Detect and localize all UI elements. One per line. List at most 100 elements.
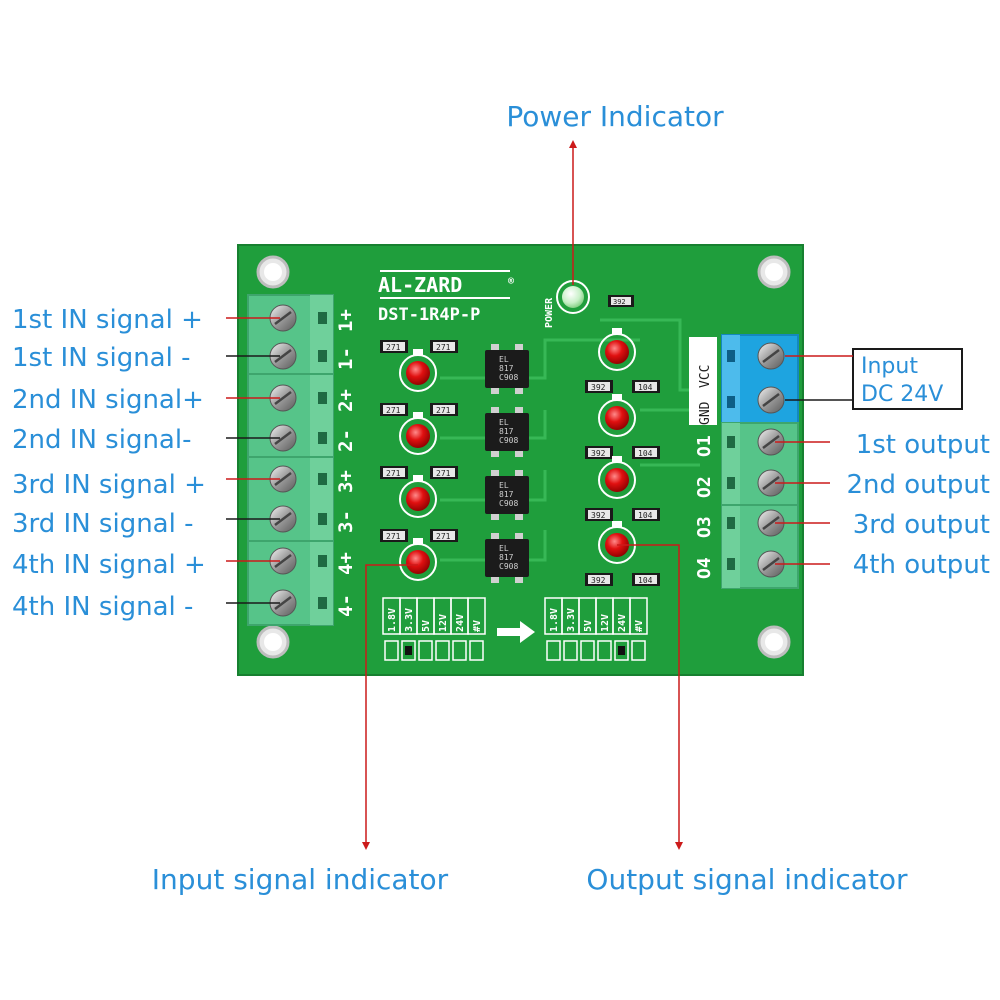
output-pin-label: O4 [694,557,715,579]
output-led-icon [598,328,636,371]
resistor-code: 104 [638,576,653,585]
power-resistor: 392 [608,295,634,307]
resistor-code: 271 [386,469,401,478]
input-signal-label: 2nd IN signal+ [12,385,204,415]
mounting-hole-icon [757,625,791,659]
input-pin-label: 1+ [335,309,357,332]
brand-name: AL-ZARD [378,273,462,297]
screw-icon [269,505,297,533]
voltage-option-label: 1.8V [549,608,560,632]
input-pin-label: 4- [335,594,357,617]
output-terminal-block [721,422,799,589]
optocoupler-marking: C908 [499,562,518,571]
resistor-code: 271 [386,406,401,415]
resistor-code: 104 [638,383,653,392]
voltage-jumper-pad [563,640,578,661]
input-pin-labels: 1+1-2+2-3+3-4+4- [335,309,357,617]
voltage-jumper-pad [631,640,646,661]
smd-resistor: 104 [632,446,660,459]
voltage-jumper-pad [580,640,595,661]
smd-resistor: 271 [380,340,408,353]
input-signal-label: 1st IN signal - [12,343,190,373]
voltage-jumper-pad [546,640,561,661]
output-signal-label: 1st output [856,430,990,460]
input-led-icon [399,412,437,455]
smd-resistor: 271 [380,403,408,416]
input-signal-indicator-arrow [362,564,418,850]
optocoupler-marking: 817 [499,427,514,436]
output-pin-label: O1 [694,435,715,457]
resistor-code: 392 [591,383,606,392]
voltage-jumper-pad [384,640,399,661]
input-signal-label: 1st IN signal + [12,305,203,335]
voltage-jumper-pad [452,640,467,661]
screw-icon [269,424,297,452]
resistor-code: 271 [386,532,401,541]
output-signal-indicator-arrow [617,544,683,850]
vcc-pin-label: VCC [698,365,713,388]
smd-resistor: 104 [632,380,660,393]
optocoupler-marking: C908 [499,499,518,508]
input-pin-label: 2+ [335,389,357,412]
smd-resistor: 271 [380,466,408,479]
screw-icon [269,342,297,370]
registered-mark: ® [508,276,515,287]
optocoupler-marking: EL [499,355,509,364]
power-terminal-block [721,334,799,424]
smd-resistor: 392 [585,380,613,393]
output-signal-label: 3rd output [853,510,990,540]
optocoupler-marking: C908 [499,436,518,445]
input-signal-label: 3rd IN signal - [12,509,193,539]
jumper-solder-dot [618,646,625,655]
voltage-option-label: #V [472,620,483,632]
input-callouts: 1st IN signal + 1st IN signal - 2nd IN sig… [12,305,280,622]
smd-resistor: 271 [380,529,408,542]
screw-icon [757,342,785,370]
input-dc-callout: Input DC 24V [785,348,963,410]
voltage-option-label: 5V [583,620,594,632]
mounting-hole-icon [256,625,290,659]
direction-arrow-icon [497,621,535,643]
mounting-hole-icon [256,255,290,289]
resistor-code: 392 [591,449,606,458]
brand-logo: AL-ZARD ® [378,270,515,299]
input-pin-label: 3+ [335,470,357,493]
input-pin-label: 1- [335,347,357,370]
output-pin-label: O2 [694,476,715,498]
input-signal-label: 4th IN signal + [12,550,206,580]
input-dc-line1: Input [861,354,918,379]
power-pin-labels: VCC GND [689,337,717,425]
voltage-jumper-pad [435,640,450,661]
smd-resistor: 392 [585,573,613,586]
input-signal-label: 4th IN signal - [12,592,193,622]
jumper-solder-dot [405,646,412,655]
resistor-code: 392 [591,511,606,520]
resistor-code: 104 [638,449,653,458]
voltage-option-label: 24V [617,614,628,632]
output-led-icon [598,394,636,437]
optocoupler-marking: 817 [499,364,514,373]
gnd-pin-label: GND [698,401,713,425]
screw-icon [269,304,297,332]
voltage-option-label: 1.8V [387,608,398,632]
output-signal-label: 4th output [853,550,990,580]
output-signal-indicator-label: Output signal indicator [586,863,908,896]
resistor-code: 271 [436,343,451,352]
input-pin-label: 3- [335,510,357,533]
smd-resistor: 271 [430,529,458,542]
optocoupler-marking: 817 [499,553,514,562]
resistor-code: 271 [436,406,451,415]
voltage-option-label: 5V [421,620,432,632]
voltage-option-label: 24V [455,614,466,632]
input-led-icon [399,349,437,392]
